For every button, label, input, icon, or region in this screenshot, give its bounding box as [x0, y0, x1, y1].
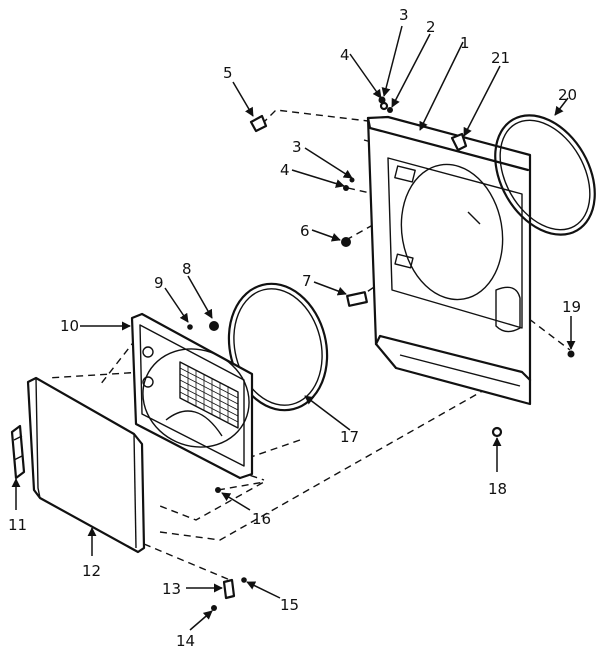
callout-16: 16: [252, 510, 271, 528]
callout-3b: 3: [292, 138, 302, 156]
callout-12: 12: [82, 562, 101, 580]
callout-11: 11: [8, 516, 27, 534]
callout-15: 15: [280, 596, 299, 614]
callout-18: 18: [488, 480, 507, 498]
callout-21: 21: [491, 49, 510, 67]
callout-14: 14: [176, 632, 195, 650]
door-seal-ring-part-17: [227, 282, 329, 412]
outer-door-panel-part-12: [26, 376, 146, 554]
callout-8: 8: [182, 260, 192, 278]
callout-3a: 3: [399, 6, 409, 24]
callout-labels: 1 2 3 4 5 21 20 3 4 6 7 8 9 10 19 17 18 …: [8, 6, 581, 650]
gasket-ring-part-20: [494, 114, 596, 236]
door-handle-part-11: [10, 424, 26, 480]
door-inner-frame-part-10: [130, 312, 254, 480]
callout-5: 5: [223, 64, 233, 82]
callout-2: 2: [426, 18, 436, 36]
callout-4a: 4: [340, 46, 350, 64]
callout-7: 7: [302, 272, 312, 290]
callout-6: 6: [300, 222, 310, 240]
callout-20: 20: [558, 86, 577, 104]
callout-4b: 4: [280, 161, 290, 179]
callout-10: 10: [60, 317, 79, 335]
hardware-parts: [187, 96, 575, 611]
callout-19: 19: [562, 298, 581, 316]
callout-9: 9: [154, 274, 164, 292]
callout-17: 17: [340, 428, 359, 446]
front-panel-part-1: [366, 115, 532, 406]
callout-13: 13: [162, 580, 181, 598]
leader-lines: [11, 25, 576, 631]
lint-grille: [179, 361, 239, 429]
callout-1: 1: [460, 34, 470, 52]
